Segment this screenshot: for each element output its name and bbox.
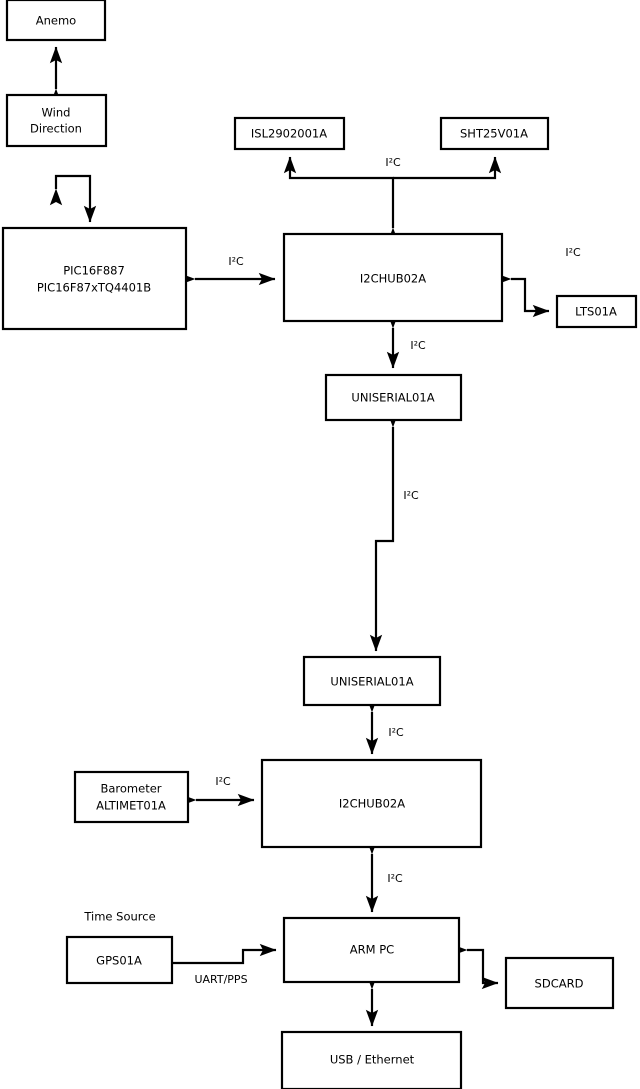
node-label-gps01a: GPS01A (96, 954, 142, 968)
node-pic-mcu[interactable]: PIC16F887 PIC16F87xTQ4401B (1, 226, 188, 331)
node-label-i2chub02a-top: I2CHUB02A (360, 272, 426, 286)
node-uniserial01a-bottom[interactable]: UNISERIAL01A (302, 655, 442, 707)
edge-label-gps-arm: UART/PPS (194, 973, 247, 986)
node-lts01a[interactable]: LTS01A (555, 294, 638, 329)
node-label-lts01a: LTS01A (575, 305, 617, 319)
node-label-i2chub02a-bottom: I2CHUB02A (339, 797, 405, 811)
edge-armpc-sdcard (450, 943, 499, 990)
node-label-barometer-line1: Barometer (100, 782, 161, 796)
node-label-isl2902001a: ISL2902001A (251, 127, 327, 141)
edge-label-hub-lts: I²C (565, 246, 581, 259)
node-label-usb-ethernet: USB / Ethernet (330, 1053, 415, 1067)
edge-label-baro-hub2: I²C (215, 775, 231, 788)
edge-hub-uniserial-top: I²C (386, 311, 426, 369)
label-time-source: Time Source (83, 910, 155, 924)
edge-label-hub-sensors: I²C (385, 156, 401, 169)
edge-uniserial-hub-bottom: I²C (365, 695, 404, 755)
node-usb-ethernet[interactable]: USB / Ethernet (280, 1030, 463, 1089)
edge-uniserial-uniserial: I²C (369, 410, 419, 652)
node-i2chub02a-bottom[interactable]: I2CHUB02A (260, 758, 483, 849)
node-isl2902001a[interactable]: ISL2902001A (233, 116, 346, 151)
edge-label-hub-uni: I²C (410, 339, 426, 352)
node-label-pic-line1: PIC16F887 (63, 264, 125, 278)
node-label-arm-pc: ARM PC (350, 943, 394, 957)
node-label-sdcard: SDCARD (535, 977, 584, 991)
edge-label-hub2-arm: I²C (387, 872, 403, 885)
node-label-wind-direction-line1: Wind (42, 106, 71, 120)
edge-label-pic-hub: I²C (228, 255, 244, 268)
node-label-uniserial01a-top: UNISERIAL01A (351, 391, 434, 405)
node-sdcard[interactable]: SDCARD (504, 956, 615, 1010)
node-label-anemo: Anemo (36, 14, 76, 28)
node-gps01a[interactable]: GPS01A (65, 935, 174, 985)
edge-wind-pic (49, 174, 97, 223)
node-label-uniserial01a-bottom: UNISERIAL01A (330, 675, 413, 689)
edge-hub-bottom-armpc: I²C (365, 837, 403, 913)
node-sht25v01a[interactable]: SHT25V01A (439, 116, 550, 151)
node-uniserial01a-top[interactable]: UNISERIAL01A (324, 373, 463, 422)
node-label-sht25v01a: SHT25V01A (460, 127, 528, 141)
edge-hub-sensors: I²C (283, 156, 502, 245)
node-wind-direction[interactable]: Wind Direction (5, 93, 108, 148)
node-barometer-altimet01a[interactable]: Barometer ALTIMET01A (73, 770, 190, 824)
edge-hub-lts: I²C (494, 246, 581, 318)
edge-label-uni-uni: I²C (403, 489, 419, 502)
edge-barometer-hub-bottom: I²C (179, 775, 255, 807)
node-label-pic-line2: PIC16F87xTQ4401B (37, 281, 151, 295)
edge-label-uni-hub2: I²C (388, 726, 404, 739)
edge-pic-hub-top: I²C (178, 255, 276, 286)
node-arm-pc[interactable]: ARM PC (282, 916, 461, 984)
node-i2chub02a-top[interactable]: I2CHUB02A (282, 232, 504, 323)
edge-gps-armpc: UART/PPS (172, 943, 277, 986)
node-label-wind-direction-line2: Direction (30, 122, 82, 136)
node-label-barometer-line2: ALTIMET01A (96, 799, 166, 813)
node-anemo[interactable]: Anemo (5, 0, 107, 42)
